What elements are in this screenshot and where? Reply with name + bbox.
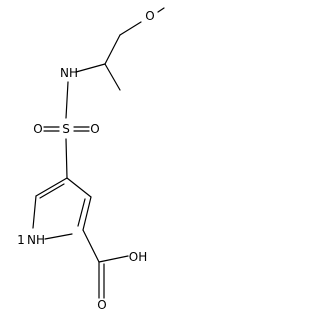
atom-sulfonyl-o-left: O	[33, 122, 42, 136]
bond-ch2-ch	[104, 34, 121, 65]
atom-sulfonyl-o-right: O	[90, 122, 99, 136]
atom-methoxy-o: O	[145, 9, 154, 23]
bond-layer	[32, 7, 165, 299]
bond-sulfur-ring	[65, 138, 68, 179]
atom-label-layer: O NH S O O 1 NH O OH	[17, 9, 155, 312]
atom-amine-nh: NH	[60, 66, 78, 80]
bond-ch-methyl	[104, 63, 121, 91]
bond-ch-amine	[75, 63, 106, 73]
bond-carboxyl-hydroxyl	[98, 255, 129, 263]
bond-amine-sulfur	[65, 81, 69, 119]
atom-carbonyl-o: O	[97, 298, 106, 312]
bond-ring-carboxyl	[82, 229, 100, 263]
atom-pyrrole-nh-prefix: 1	[17, 233, 25, 247]
bond-ring-c4-c5	[35, 177, 68, 197]
bond-ring-c3-c4	[66, 177, 92, 198]
bond-ring-c5-n1	[32, 195, 37, 229]
atom-hydroxyl: OH	[129, 250, 147, 264]
atom-sulfonyl-s: S	[62, 122, 70, 136]
bond-methoxy-o-ch2	[119, 21, 142, 36]
bond-ring-c2-c3	[82, 196, 92, 231]
bond-ring-c2-c3-inner	[77, 198, 86, 227]
atom-pyrrole-nh: NH	[27, 233, 45, 247]
bond-ring-c4-c5-inner	[39, 183, 65, 199]
chemical-structure: O NH S O O 1 NH O OH	[17, 7, 165, 312]
bond-ring-n1-c2	[44, 233, 73, 240]
bond-methyl-methoxy-o	[157, 7, 165, 13]
